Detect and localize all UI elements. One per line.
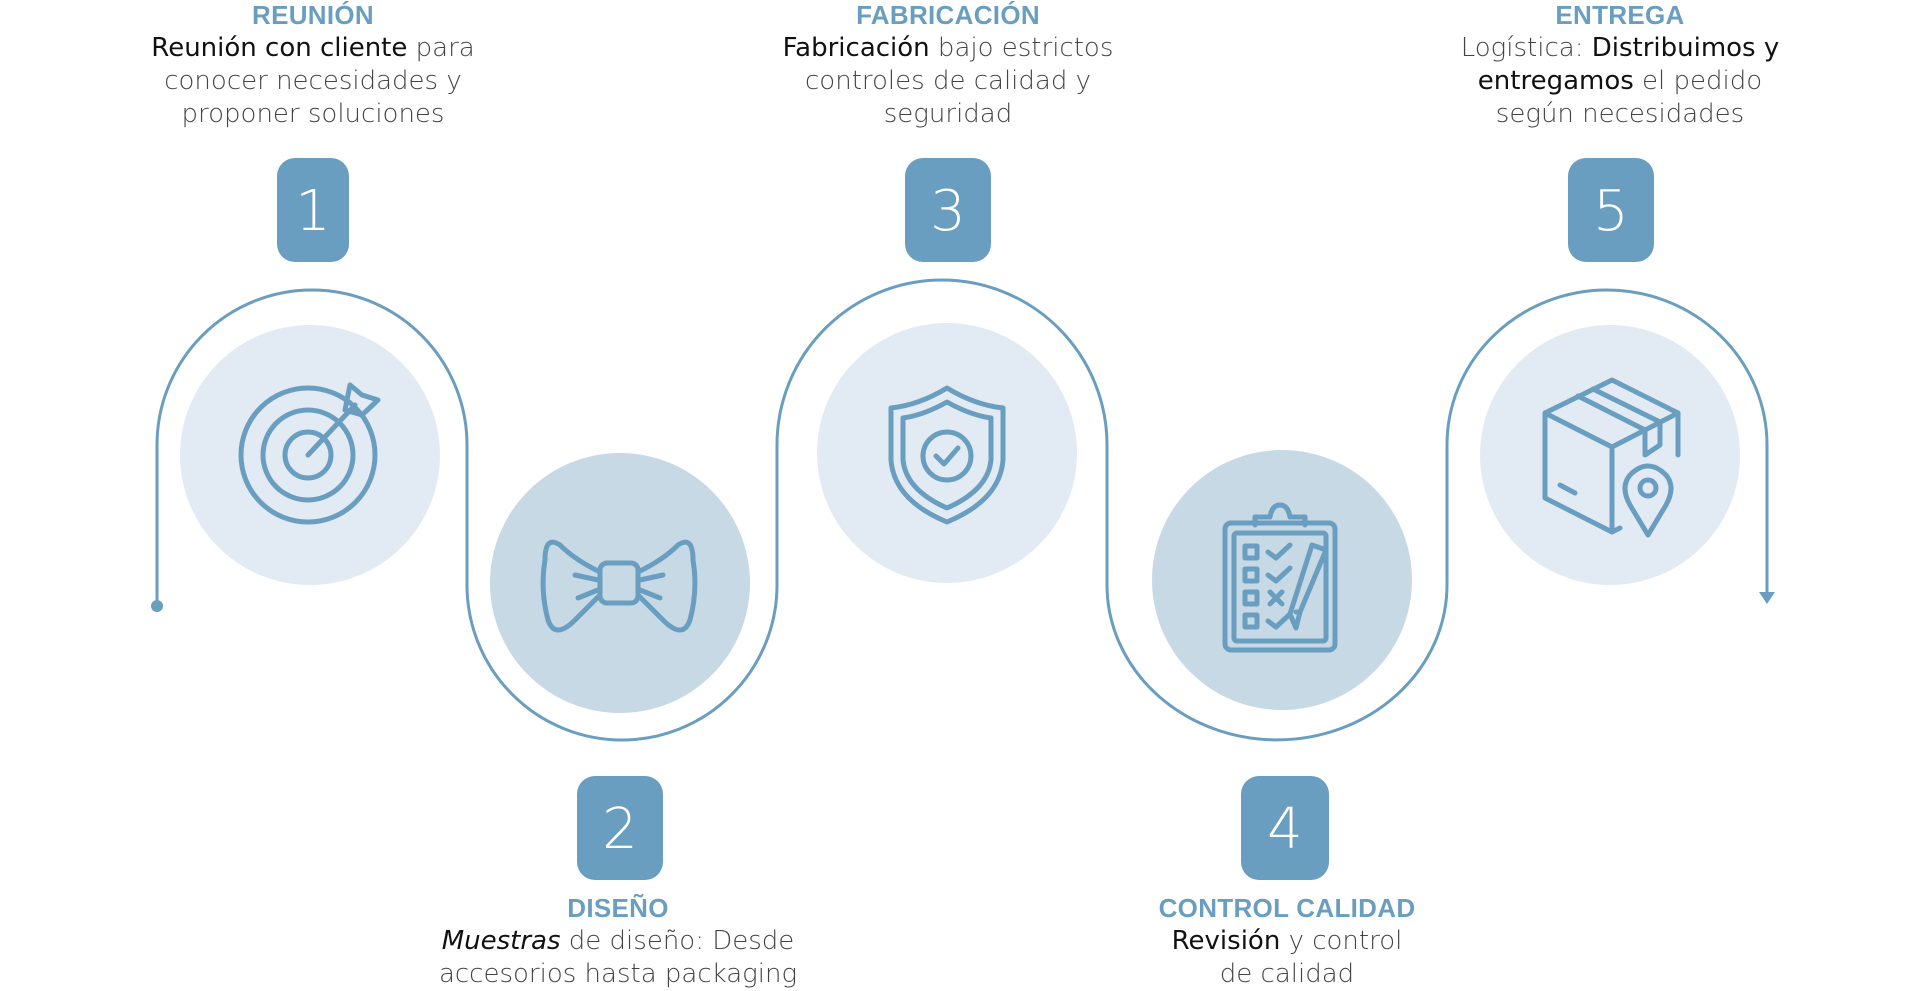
- description-run: accesorios hasta packaging: [438, 959, 798, 989]
- step-3-badge: [905, 158, 991, 262]
- description-run: seguridad: [883, 99, 1013, 129]
- bow-tie-icon: [540, 539, 698, 633]
- step-3-number: 3: [930, 179, 966, 244]
- step-2-circle: [490, 453, 750, 713]
- clipboard-checklist-icon: [1222, 502, 1338, 653]
- description-line: Revisión y control: [1057, 925, 1517, 958]
- step-3-circle: [817, 323, 1077, 583]
- description-line: conocer necesidades y: [83, 65, 543, 98]
- description-run: para: [407, 33, 475, 63]
- step-5-number: 5: [1593, 179, 1629, 244]
- description-run: Revisión: [1171, 926, 1281, 956]
- description-run: de diseño: Desde: [560, 926, 795, 956]
- shield-check-icon: [888, 385, 1006, 525]
- description-line: controles de calidad y: [718, 65, 1178, 98]
- description-run: controles de calidad y: [805, 66, 1091, 96]
- description-line: Fabricación bajo estrictos: [718, 32, 1178, 65]
- description-line: de calidad: [1057, 958, 1517, 991]
- description-run: Distribuimos y: [1591, 33, 1780, 63]
- step-5-badge: [1568, 158, 1654, 262]
- description-run: proponer soluciones: [181, 99, 445, 129]
- description-run: de calidad: [1219, 959, 1355, 989]
- description-run: y control: [1280, 926, 1403, 956]
- description-run: el pedido: [1633, 66, 1763, 96]
- step-2-number: 2: [602, 797, 638, 862]
- description-line: proponer soluciones: [83, 98, 543, 131]
- description-line: entregamos el pedido: [1390, 65, 1850, 98]
- step-4-number: 4: [1267, 797, 1303, 862]
- step-1-number: 1: [295, 179, 331, 244]
- step-5-title: ENTREGA: [1555, 0, 1685, 30]
- step-2-title: DISEÑO: [567, 893, 669, 923]
- description-run: Muestras: [441, 926, 561, 956]
- path-start-dot: [151, 600, 163, 612]
- description-run: Fabricación: [782, 33, 930, 63]
- path-end-arrow-icon: [1759, 592, 1775, 604]
- description-line: Logística: Distribuimos y: [1390, 32, 1850, 65]
- step-2-badge: [577, 776, 663, 880]
- step-4-badge: [1241, 776, 1329, 880]
- step-1-title: REUNIÓN: [252, 0, 374, 30]
- description-run: según necesidades: [1495, 99, 1745, 129]
- step-3-title: FABRICACIÓN: [856, 0, 1040, 30]
- description-run: Reunión con cliente: [151, 33, 408, 63]
- description-run: conocer necesidades y: [164, 66, 462, 96]
- box-location-icon: [1542, 377, 1681, 538]
- step-4-circle: [1152, 450, 1412, 710]
- description-line: accesorios hasta packaging: [388, 958, 848, 991]
- description-line: seguridad: [718, 98, 1178, 131]
- step-4-title: CONTROL CALIDAD: [1158, 893, 1416, 923]
- description-line: Muestras de diseño: Desde: [388, 925, 848, 958]
- description-run: entregamos: [1477, 66, 1634, 96]
- step-1-badge: [277, 158, 349, 262]
- description-run: Logística:: [1460, 33, 1592, 63]
- connector-path: [155, 278, 1769, 742]
- description-run: bajo estrictos: [929, 33, 1114, 63]
- target-arrow-icon: [238, 382, 381, 525]
- description-line: Reunión con cliente para: [83, 32, 543, 65]
- description-line: según necesidades: [1390, 98, 1850, 131]
